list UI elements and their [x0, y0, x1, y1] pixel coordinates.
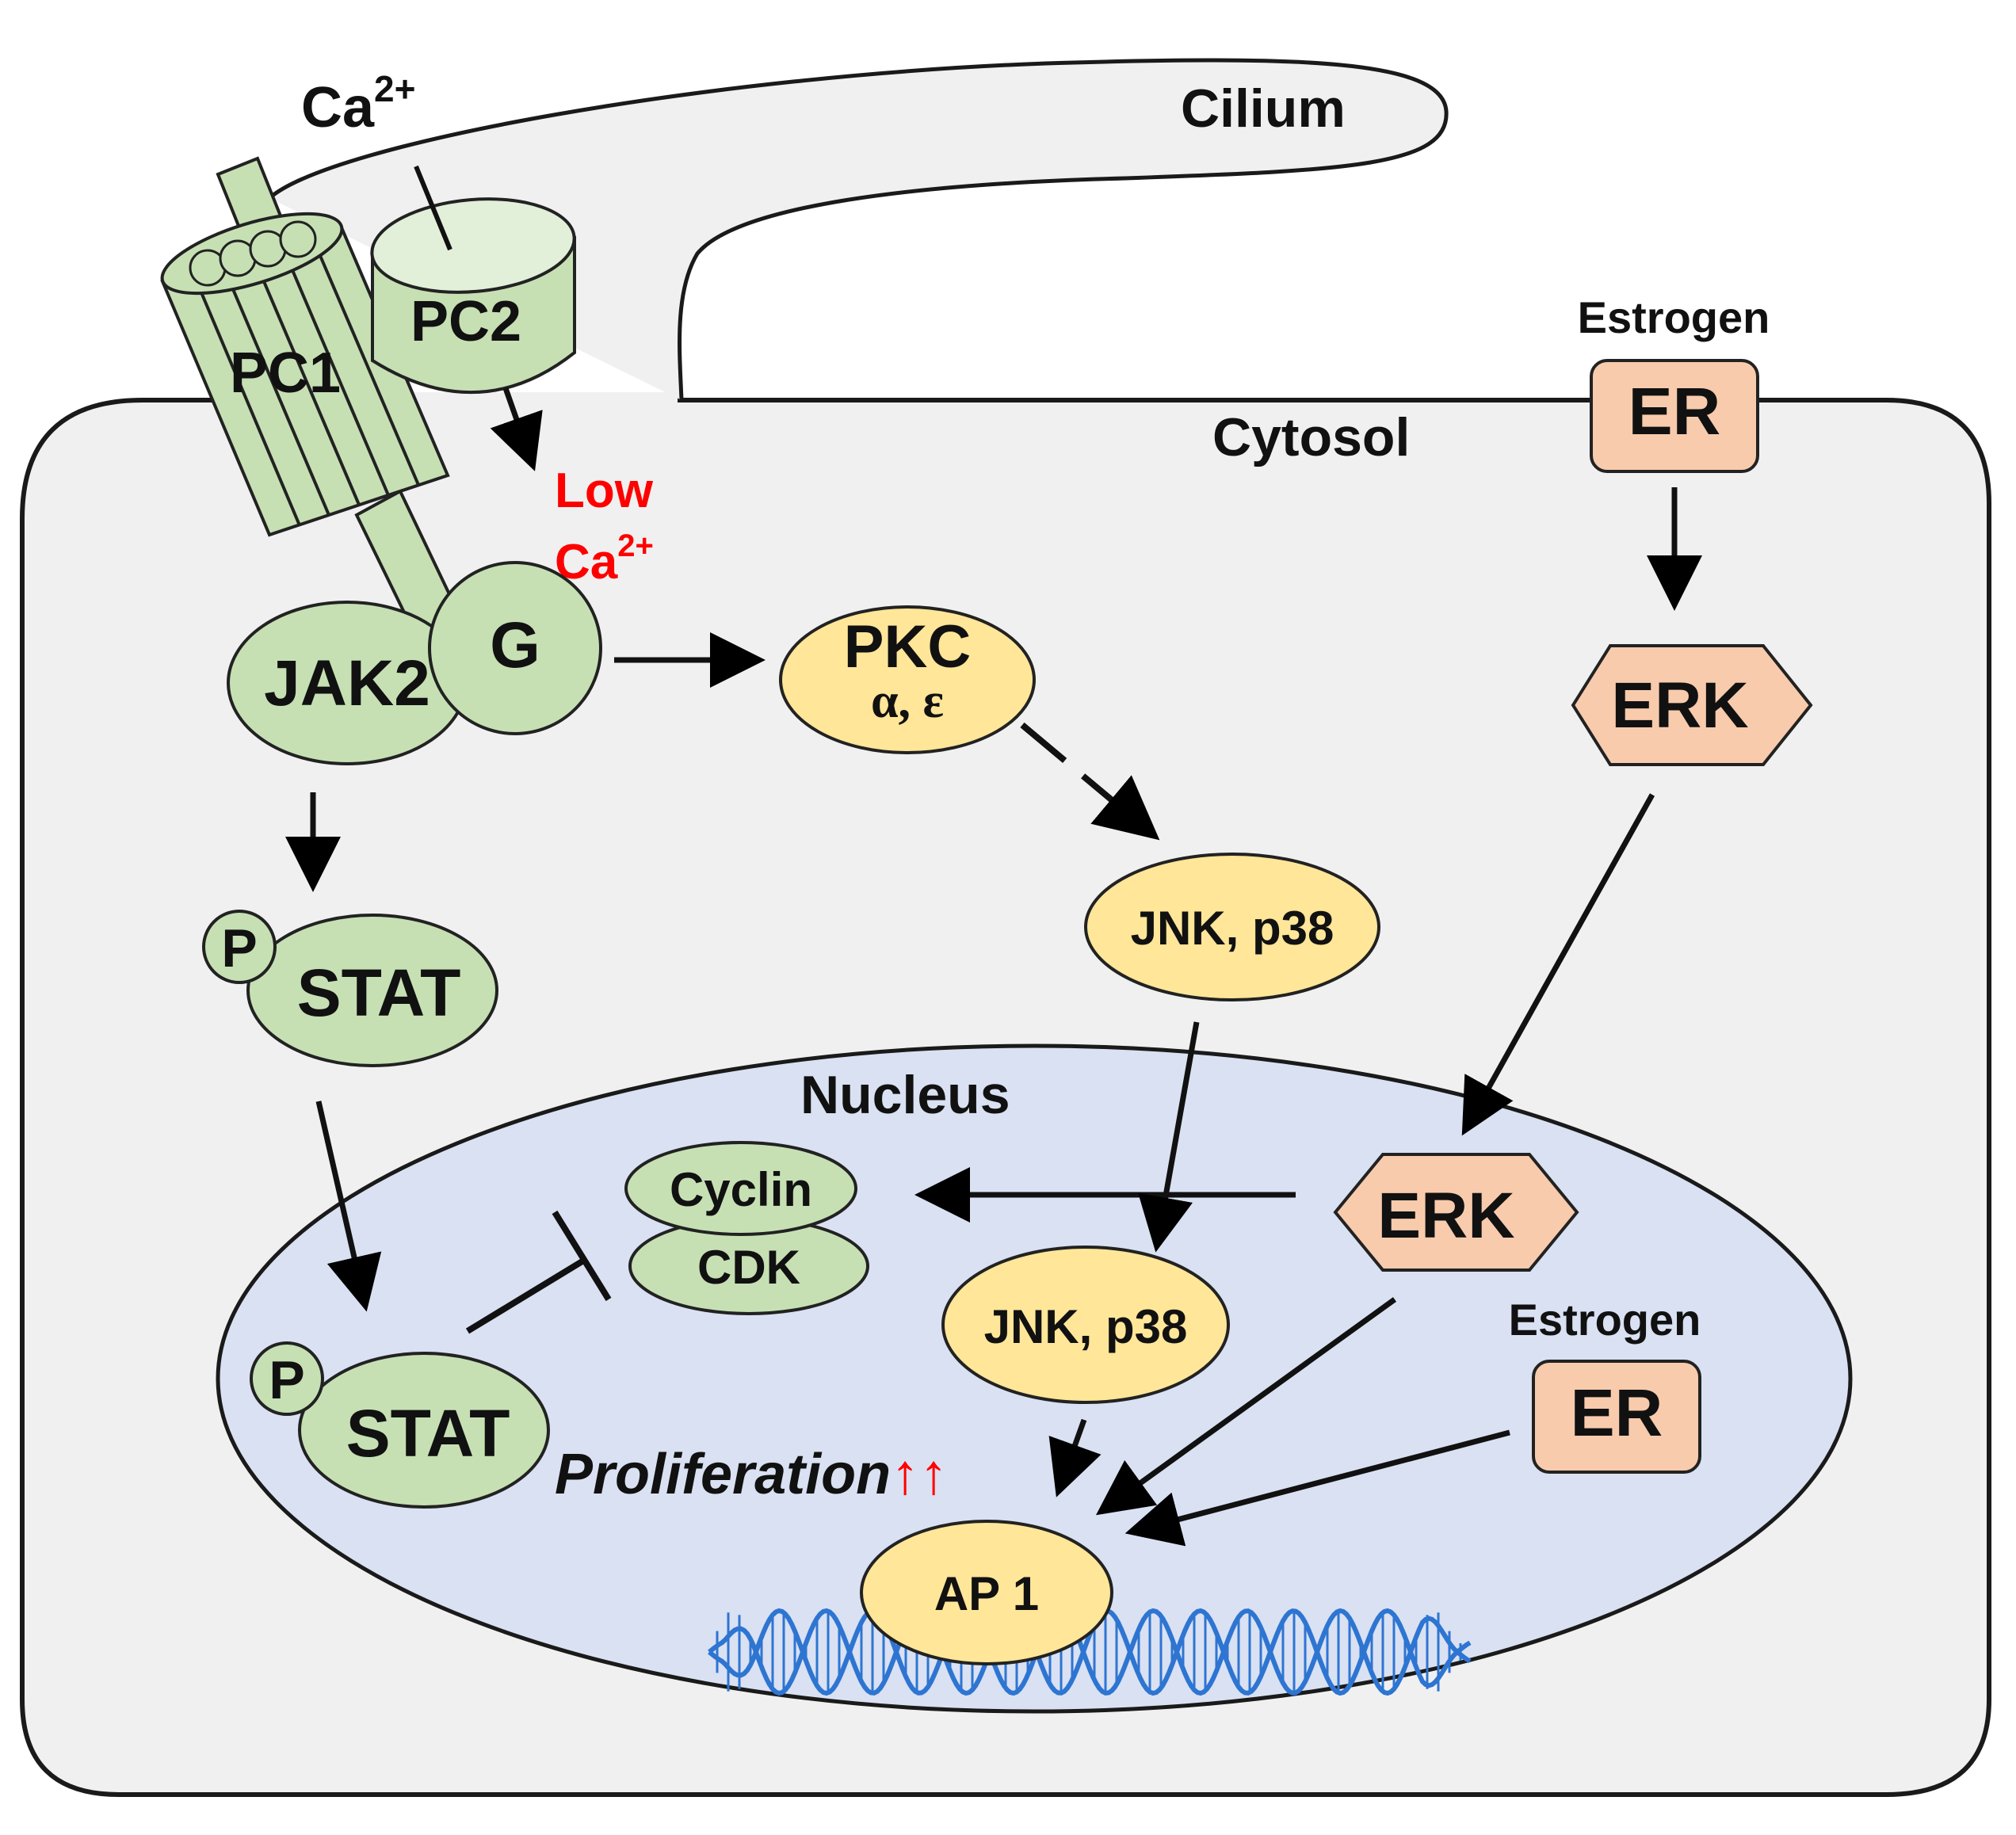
- jnk-to-nuclear-jnk-arrow: [1138, 1021, 1200, 1253]
- jak2-label: JAK2: [264, 647, 430, 719]
- er-nucleus-node: [1532, 1360, 1701, 1474]
- g-protein-node: [428, 561, 602, 735]
- erk-nucleus-node: [1333, 1153, 1579, 1272]
- phospho-cytosol-node: [202, 910, 277, 984]
- calcium-outside-label: Ca2+: [301, 68, 416, 139]
- g-protein-label: G: [490, 609, 540, 681]
- erk-nucleus-label: ERK: [1377, 1180, 1514, 1252]
- stat-inhibits-cyclin-bar: [552, 1210, 612, 1302]
- phospho-nucleus-node: [250, 1341, 324, 1416]
- estrogen-nucleus-label: Estrogen: [1509, 1295, 1701, 1345]
- er-to-ap1-arrow: [1124, 1429, 1510, 1547]
- cilium-label: Cilium: [1181, 78, 1346, 139]
- er-membrane-node: [1590, 359, 1759, 473]
- ap1-label: AP 1: [934, 1567, 1039, 1620]
- er-membrane-label: ER: [1628, 374, 1721, 448]
- jnk-cytosol-node: [1084, 853, 1380, 1001]
- stat-nucleus-label: STAT: [346, 1396, 510, 1471]
- pc2-channel: [370, 197, 576, 394]
- pkc-label: PKC: [844, 613, 971, 681]
- dna-helix: [708, 1608, 1472, 1696]
- cytosol-label: Cytosol: [1212, 407, 1410, 467]
- stat-inhibits-cyclin-line: [465, 1257, 587, 1334]
- cyclin-node: [624, 1141, 857, 1236]
- pc2-to-low-ca-arrow: [490, 387, 543, 471]
- erk-to-nuclear-erk-arrow: [1461, 793, 1655, 1136]
- pkc-to-jnk-arrow: [1020, 722, 1160, 841]
- nucleus-label: Nucleus: [800, 1065, 1010, 1125]
- er-nucleus-label: ER: [1571, 1375, 1663, 1450]
- pc1-channel: [160, 212, 450, 537]
- low-ca-label: Low: [555, 464, 654, 518]
- jnk-cytosol-label: JNK, p38: [1131, 902, 1334, 955]
- cdk-label: CDK: [697, 1241, 800, 1294]
- stat-cytosol-label: STAT: [297, 956, 461, 1030]
- stat-nucleus-node: [298, 1352, 550, 1509]
- erk-to-ap1-arrow: [1095, 1297, 1397, 1516]
- phospho-nucleus-label: P: [269, 1350, 304, 1410]
- ap1-node: [860, 1520, 1113, 1665]
- erk-cytosol-label: ERK: [1611, 670, 1748, 742]
- estrogen-membrane-label: Estrogen: [1578, 292, 1770, 342]
- jnk-nucleus-label: JNK, p38: [984, 1300, 1188, 1353]
- jnk-nucleus-node: [941, 1246, 1230, 1404]
- stat-to-nuclear-stat-arrow: [315, 1101, 382, 1312]
- stat-cytosol-node: [246, 914, 498, 1067]
- erk-cytosol-node: [1571, 644, 1813, 766]
- jnk-to-ap1-arrow: [1048, 1418, 1102, 1497]
- pkc-isoforms-label: α, ε: [871, 674, 944, 728]
- cyclin-label: Cyclin: [670, 1163, 812, 1216]
- phospho-cytosol-label: P: [221, 918, 257, 979]
- pc2-label: PC2: [410, 290, 521, 353]
- proliferation-label: Proliferation↑↑: [555, 1443, 948, 1506]
- calcium-entry-line: [414, 165, 452, 251]
- pc1-label: PC1: [230, 341, 341, 405]
- pkc-node: [779, 605, 1036, 754]
